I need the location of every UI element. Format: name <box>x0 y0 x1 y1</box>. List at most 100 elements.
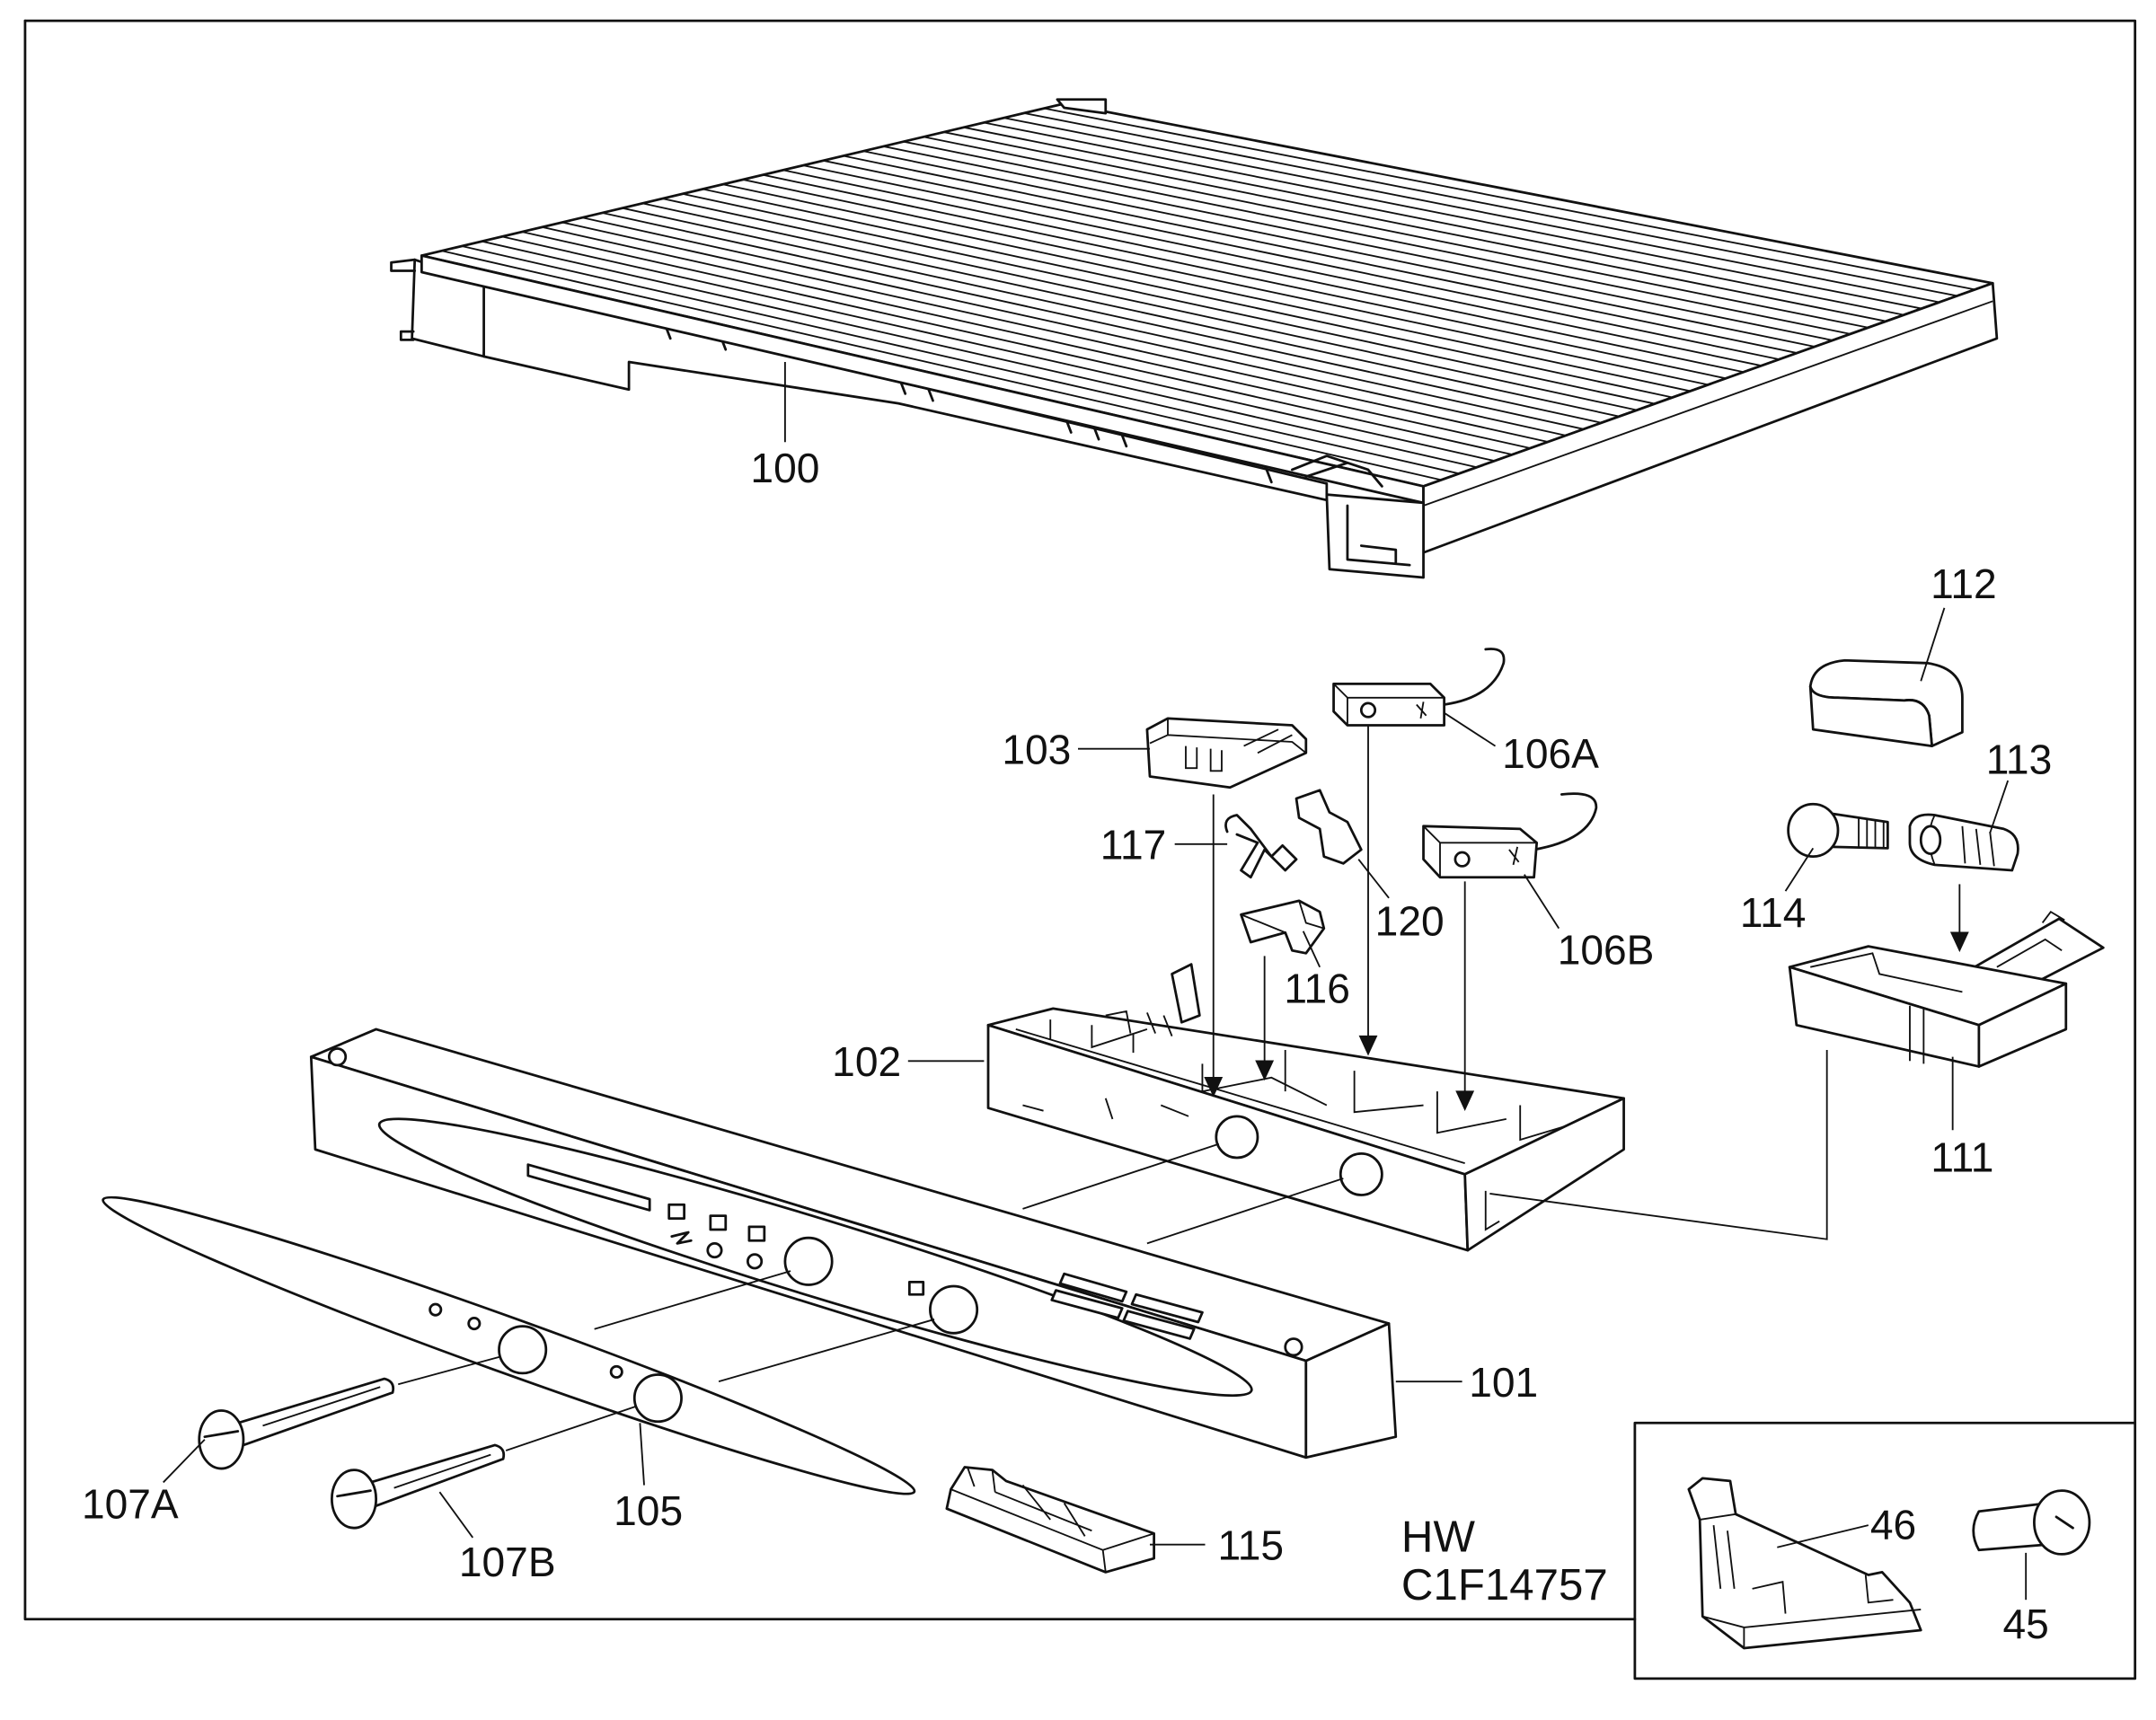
part-107b-slot <box>336 1489 372 1498</box>
part-45 <box>1972 1489 2091 1556</box>
part-105-dot-1 <box>429 1302 443 1317</box>
part-111-inner <box>1810 952 1963 1064</box>
tray-groove <box>1023 112 1957 297</box>
part-107a-slot <box>203 1430 240 1439</box>
leader-107b <box>438 1491 474 1539</box>
label-115: 115 <box>1217 1522 1284 1569</box>
tray-groove <box>441 250 1442 481</box>
part-116-detail <box>1241 900 1325 934</box>
part-100-tray <box>390 98 1999 579</box>
part-45-head <box>2033 1489 2091 1556</box>
leader-46 <box>1777 1524 1869 1548</box>
part-102-hole-right <box>1339 1151 1383 1196</box>
arrowhead-103 <box>1204 1076 1224 1098</box>
tray-groove <box>521 231 1513 456</box>
arrowhead-106b <box>1455 1090 1475 1111</box>
part-115-detail <box>950 1467 1154 1573</box>
tray-corner-detail <box>1291 454 1383 488</box>
part-103-detail <box>1149 718 1307 772</box>
tray-groove <box>662 198 1638 411</box>
tray-groove <box>943 131 1886 322</box>
tray-right-face-line <box>1423 300 1993 507</box>
tray-groove <box>923 136 1869 329</box>
leader-116 <box>1302 931 1321 968</box>
part-101-led-1 <box>706 1241 723 1259</box>
tray-front-bracket-detail <box>1346 504 1411 567</box>
part-115 <box>945 1466 1155 1574</box>
tray-grooves <box>441 107 1975 481</box>
tray-groove <box>1003 117 1940 304</box>
tray-groove <box>984 121 1922 310</box>
leader-105 <box>639 1423 645 1486</box>
part-101-end <box>1304 1322 1398 1460</box>
tray-groove <box>722 183 1691 393</box>
part-101-vent-1 <box>1058 1272 1128 1303</box>
part-102 <box>986 963 1625 1252</box>
part-101-hole-right <box>929 1284 979 1335</box>
part-102-front-details <box>1022 1098 1500 1231</box>
label-114: 114 <box>1740 889 1807 936</box>
label-107a: 107A <box>82 1480 179 1527</box>
leader-120 <box>1357 859 1390 899</box>
part-101-indicator-4 <box>907 1281 925 1296</box>
part-101-vent-3 <box>1050 1289 1124 1319</box>
label-45: 45 <box>2003 1601 2049 1647</box>
part-101-indicator-2 <box>709 1214 728 1231</box>
part-112-front <box>1808 685 1933 747</box>
part-111-right <box>1977 982 2068 1068</box>
leader-lines <box>163 361 2028 1601</box>
part-101-indicator-1 <box>667 1203 686 1221</box>
part-102-right <box>1463 1097 1625 1252</box>
label-102: 102 <box>832 1038 901 1085</box>
part-106a-body <box>1332 683 1445 727</box>
part-116-body <box>1240 899 1326 955</box>
assembly-line-105-101-left <box>594 1270 791 1330</box>
tray-groove <box>461 245 1460 475</box>
label-105: 105 <box>614 1487 683 1534</box>
part-101-led-2 <box>746 1253 764 1270</box>
tray-groove <box>843 154 1798 354</box>
tray-groove <box>742 179 1709 386</box>
part-105-dot-3 <box>609 1364 623 1379</box>
part-107a-shaft <box>236 1377 395 1447</box>
part-106a-face <box>1332 683 1445 726</box>
part-103-body <box>1145 717 1308 789</box>
part-103 <box>1145 717 1308 789</box>
tray-left-tab-top <box>390 258 417 272</box>
label-113: 113 <box>1986 736 2053 782</box>
diagram-frame <box>23 19 2137 1680</box>
arrowhead-113 <box>1949 931 1969 953</box>
tray-groove <box>581 216 1567 437</box>
label-101: 101 <box>1469 1359 1538 1406</box>
part-102-inner-walls <box>1015 1010 1590 1165</box>
label-106a: 106A <box>1502 730 1599 777</box>
part-106a <box>1332 648 1506 727</box>
tray-left-tab-bottom <box>399 330 415 341</box>
assembly-line-107b <box>505 1405 637 1451</box>
leader-113 <box>1989 780 2010 834</box>
part-101-symbol <box>670 1230 693 1245</box>
assembly-line-101-102-right <box>1146 1178 1344 1245</box>
tray-groove <box>763 173 1727 380</box>
label-120: 120 <box>1375 897 1445 944</box>
assembly-line-105-101-right <box>718 1319 935 1383</box>
part-106b-shaft <box>1454 851 1471 868</box>
part-101-screw-left <box>327 1047 348 1067</box>
part-113 <box>1908 813 2019 872</box>
label-112: 112 <box>1931 560 1997 607</box>
part-101-indicator-3 <box>747 1225 766 1242</box>
tray-back-rim <box>1056 98 1108 115</box>
tray-groove <box>642 202 1620 418</box>
part-101-screw-right <box>1284 1337 1303 1357</box>
part-106a-shaft <box>1359 701 1377 719</box>
tray-groove <box>682 192 1656 405</box>
tray-groove <box>1044 107 1975 291</box>
part-120 <box>1294 789 1363 865</box>
part-106b <box>1422 792 1598 879</box>
part-106b-face <box>1422 825 1537 878</box>
tray-groove <box>883 146 1833 341</box>
tray-groove <box>622 207 1602 424</box>
drawing-code-line-2: C1F14757 <box>1401 1560 1608 1610</box>
arrowhead-106a <box>1358 1035 1378 1056</box>
